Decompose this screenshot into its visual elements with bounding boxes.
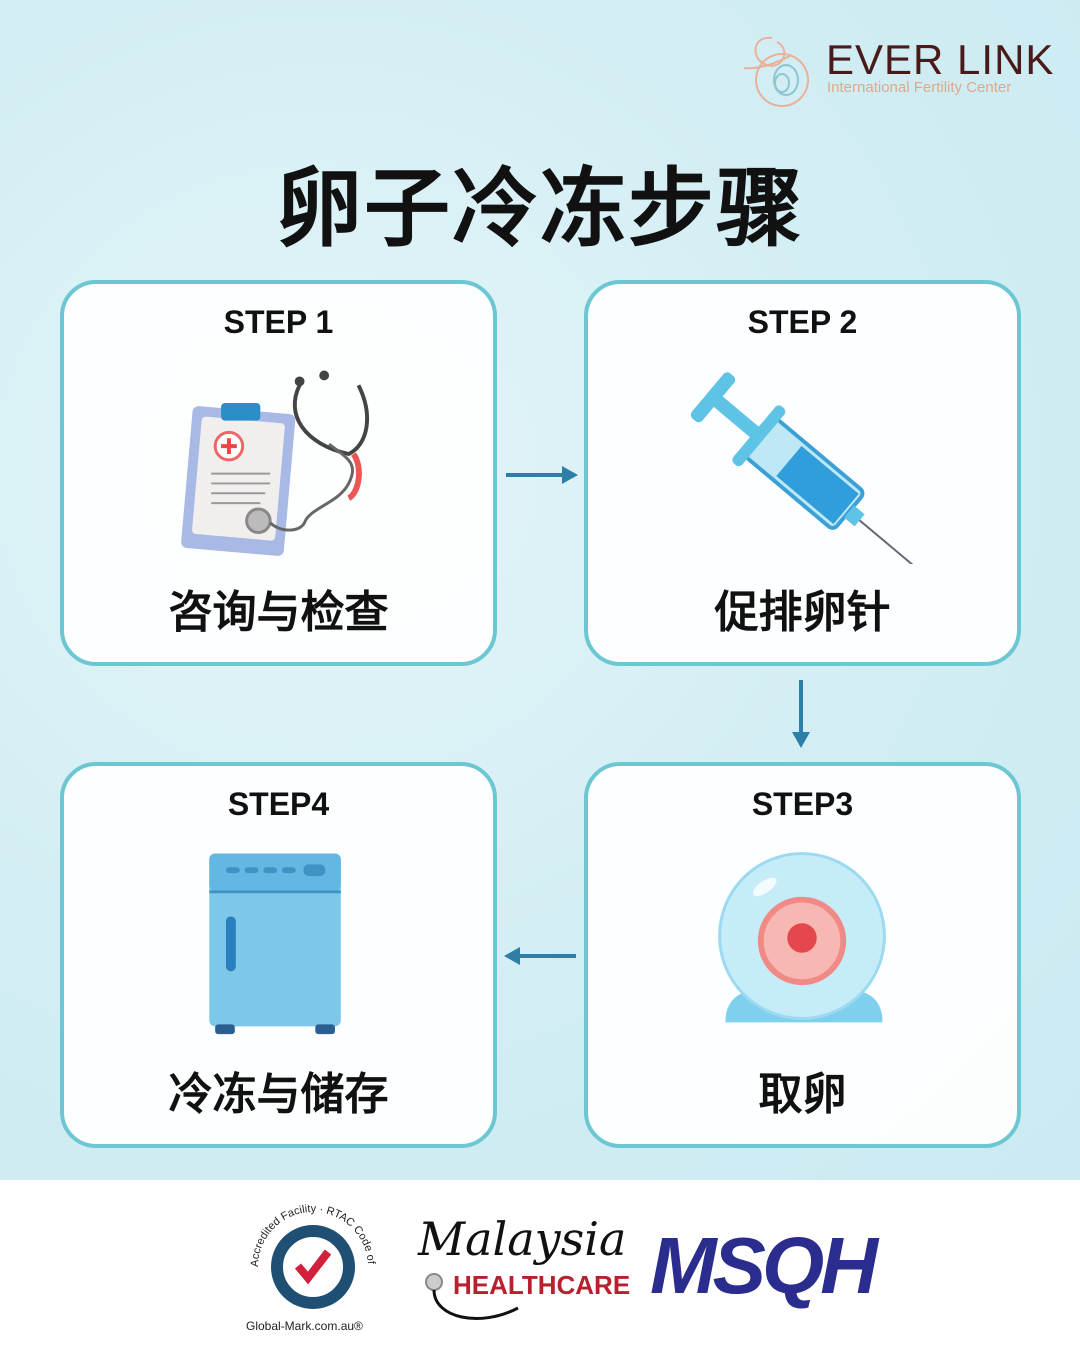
step-card-4: STEP4 冷冻与储存 [60,762,497,1148]
step-card-2: STEP 2 促排卵针 [584,280,1021,666]
stethoscope-icon [425,1273,519,1320]
step-number: STEP 2 [747,304,858,340]
svg-text:Global-Mark.com.au®: Global-Mark.com.au® [246,1319,363,1333]
arrow-right-icon [506,466,578,484]
step-number: STEP4 [227,786,330,822]
malaysia-healthcare-word: HEALTHCARE [453,1270,631,1300]
arrow-down-icon [792,680,810,748]
step-number: STEP3 [751,786,854,822]
syringe-icon [690,372,921,564]
step-label: 冷冻与储存 [168,1069,389,1120]
step-number: STEP 1 [223,304,334,340]
freezer-icon [209,853,341,1035]
msqh-logo: MSQH [650,1221,878,1310]
ever-link-logo-icon [743,36,809,107]
step-card-3: STEP3 取卵 [584,762,1021,1148]
step-card-1: STEP 1 咨询与检查 [60,280,497,666]
egg-cell-icon [718,852,886,1023]
step-label: 咨询与检查 [168,587,389,638]
brand-tagline: International Fertility Center [827,79,1012,96]
malaysia-healthcare-script: Malaysia [418,1212,627,1266]
footer-accreditations: Accredited Facility · RTAC Code of Pract… [0,1180,1080,1350]
arrow-left-icon [504,947,576,965]
global-mark-logo-icon: Accredited Facility · RTAC Code of Pract… [238,1192,377,1333]
page-title: 卵子冷冻步骤 [276,158,804,259]
step-label: 促排卵针 [714,587,891,638]
step-label: 取卵 [758,1069,847,1120]
brand-name: EVER LINK [826,36,1055,83]
clipboard-stethoscope-icon [181,370,370,556]
